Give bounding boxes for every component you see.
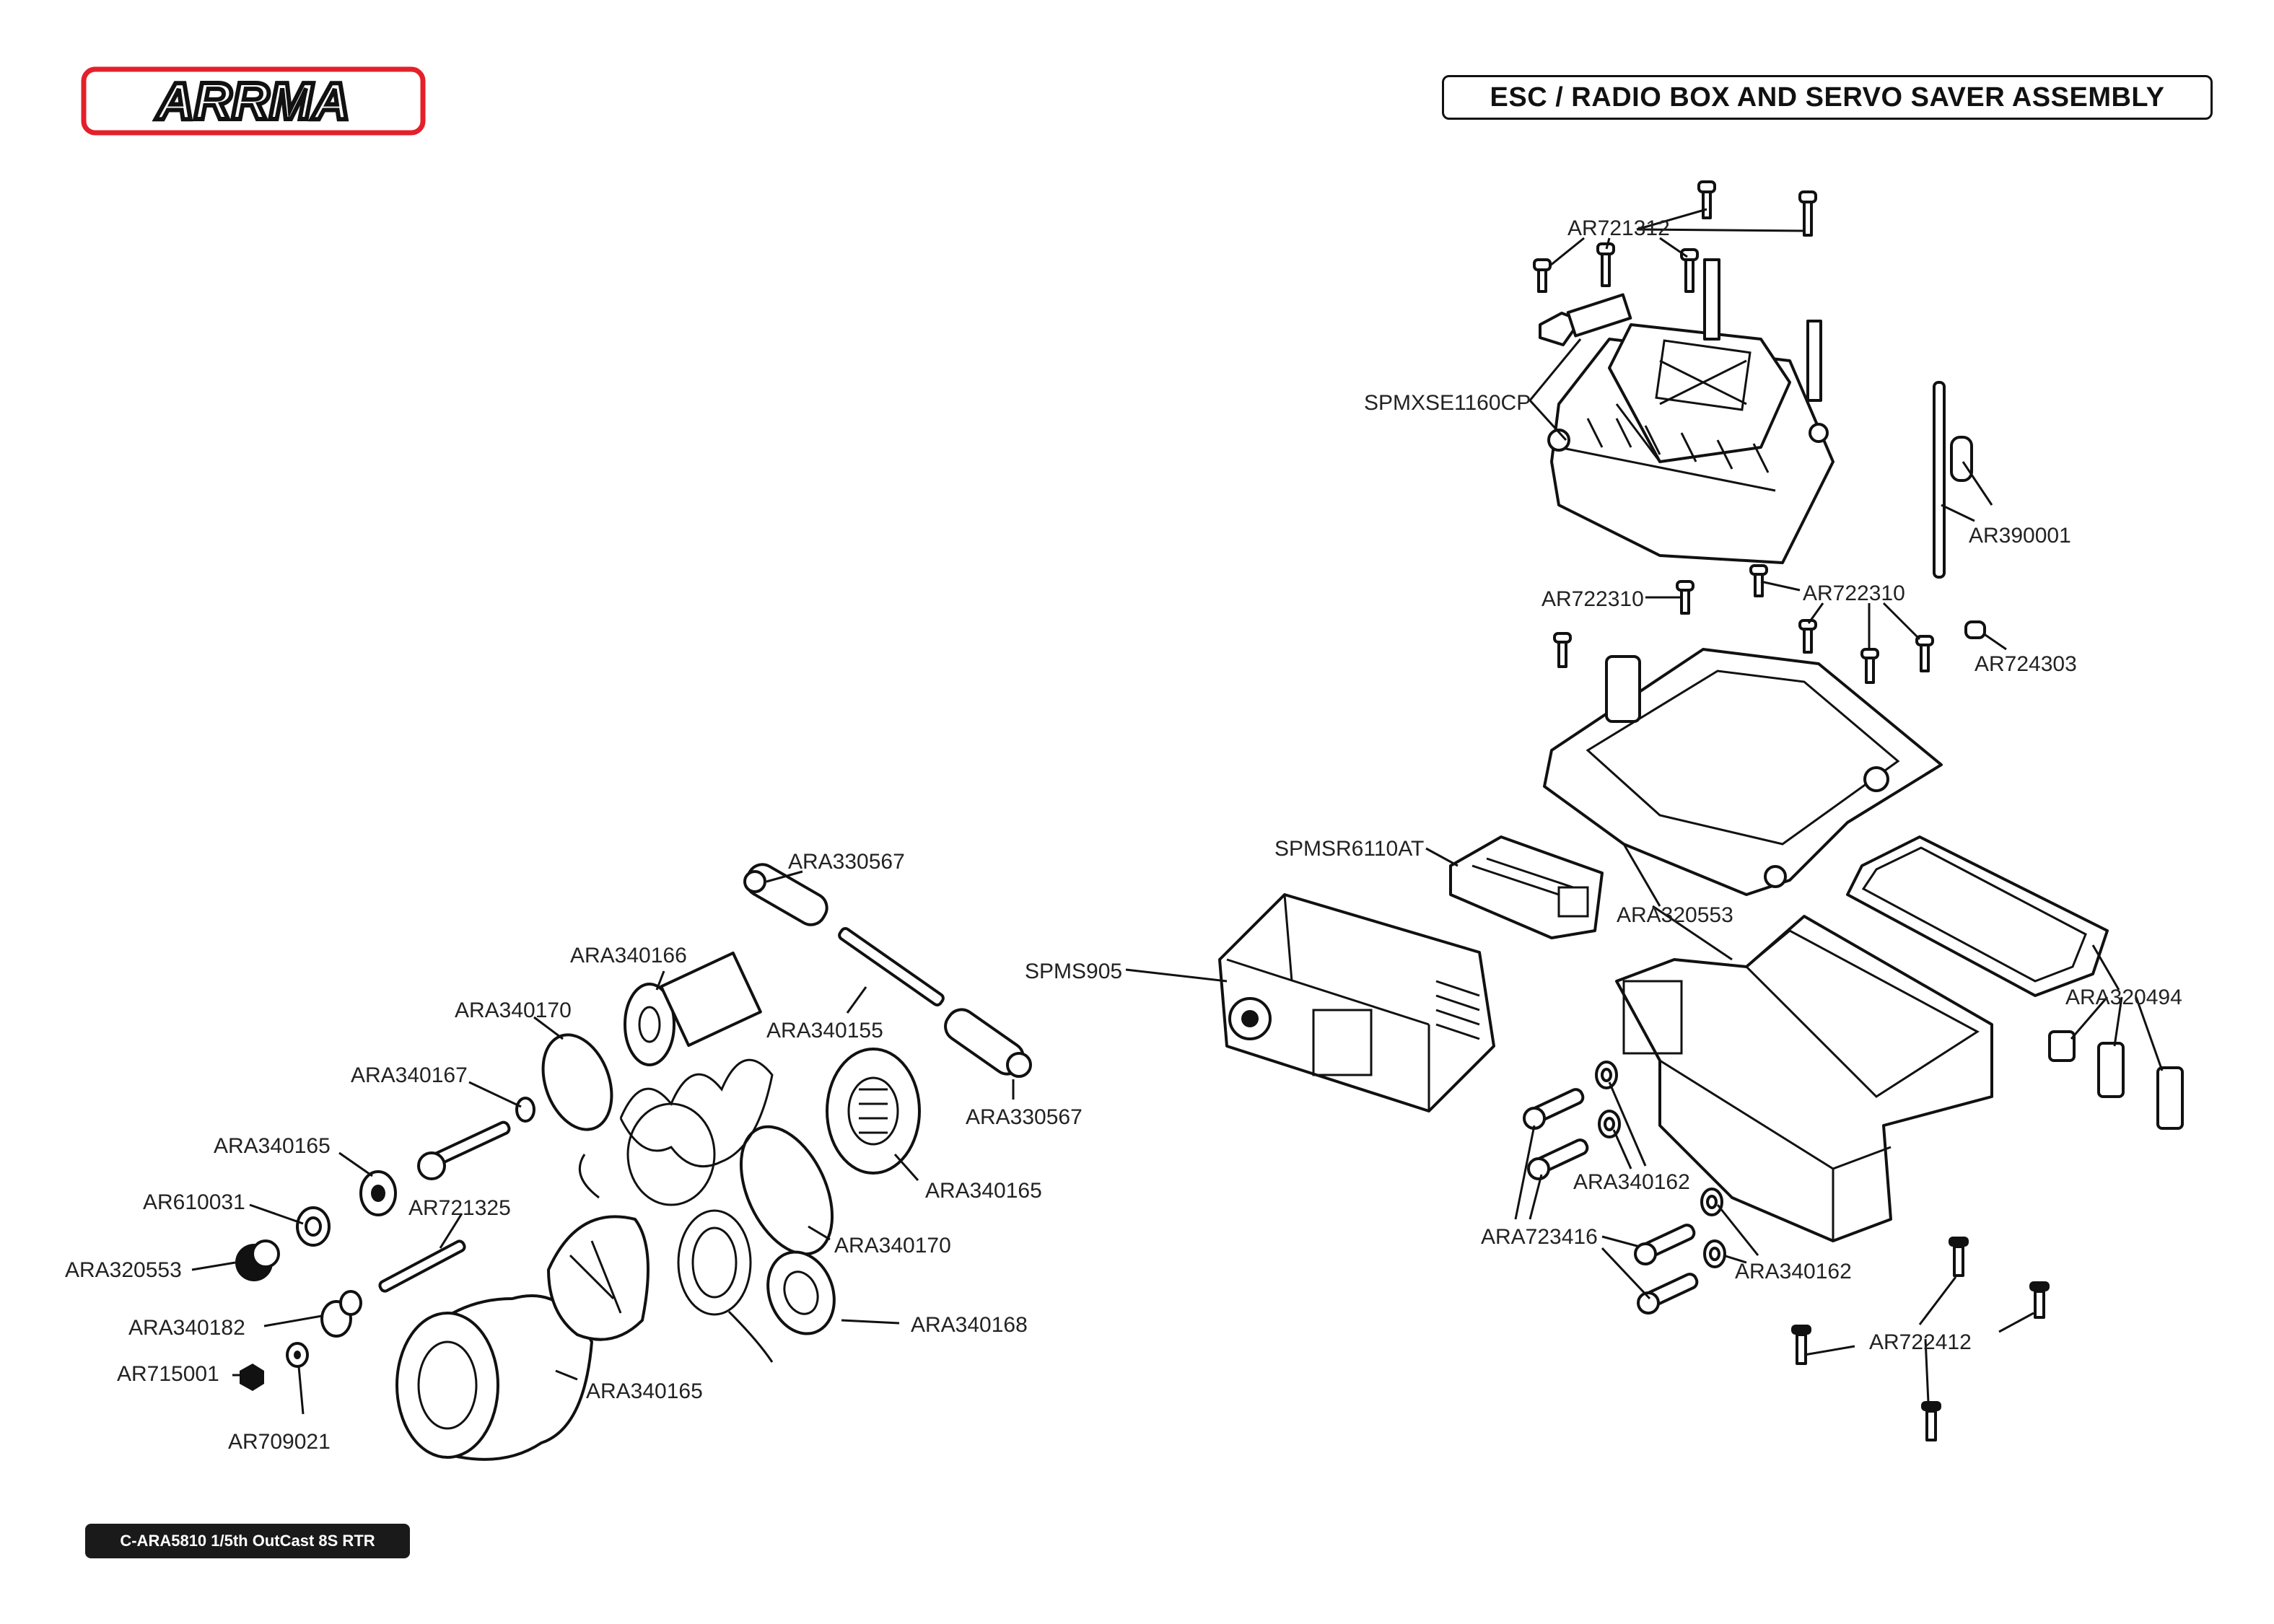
arrma-logo: ARRMA [81,66,426,136]
part-labels: AR721312 SPMXSE1160CP AR390001 AR722310 … [65,216,2182,1454]
washer-small-ara340167 [515,1097,535,1123]
servo-saver-housing-ara340165 [395,1294,593,1461]
nut-ara340165 [359,1170,397,1216]
oring-ara340170-left [541,1033,613,1131]
foam-ara320494-1 [2048,1030,2076,1062]
label-ar722412: AR722412 [1869,1330,1972,1354]
receiver-spmsr6110at [1449,835,1604,939]
brand-wordmark: ARRMA [155,73,350,131]
label-ar722310-right: AR722310 [1803,581,1905,605]
radio-box-lid-ara320553 [1543,648,1943,896]
label-ara330567-top: ARA330567 [788,850,905,874]
label-ara340168: ARA340168 [911,1313,1028,1337]
oring-ara340170-right [739,1125,834,1256]
screw-ar722412-1 [1949,1237,1969,1277]
screw-ara723416-3 [1634,1224,1696,1265]
label-ara340165-nut: ARA340165 [214,1134,331,1158]
screw-ar722412-2 [2029,1281,2050,1319]
spline-ara340166 [624,951,762,1066]
label-ar721325: AR721325 [408,1196,511,1220]
radio-box-tray [1615,915,1993,1242]
screw-ara723416-4 [1637,1273,1699,1314]
washer-ara340162-3 [1700,1188,1723,1216]
label-ar390001: AR390001 [1969,524,2071,548]
label-ar722310-left: AR722310 [1541,587,1644,611]
clip-right [727,1310,774,1363]
label-ar724303: AR724303 [1975,652,2077,676]
label-ar715001: AR715001 [117,1362,219,1386]
turnbuckle-ara340155 [838,927,945,1006]
label-ara340170-left: ARA340170 [455,998,572,1022]
bushing-ara320553 [235,1239,280,1281]
spacer-ara340182 [320,1290,362,1338]
servo-spms905 [1218,893,1495,1112]
screw-ar722310-1 [1676,580,1694,615]
washer-ara340162-4 [1703,1239,1726,1268]
label-ara320494: ARA320494 [2065,986,2182,1009]
spring-small [677,1209,752,1316]
label-spmsr6110at: SPMSR6110AT [1274,837,1424,861]
page-title: ESC / RADIO BOX AND SERVO SAVER ASSEMBLY [1442,75,2213,120]
screw-ar722310-2 [1749,564,1768,597]
label-ar721312: AR721312 [1567,216,1670,240]
esc-spmxse1160cp [1539,258,1834,564]
cap-ar724303 [1964,620,1986,639]
label-ara320553-box: ARA320553 [1617,903,1733,927]
screw-ar721312-4 [1596,242,1615,287]
screw-ar721312-2 [1798,190,1817,237]
clip-left [578,1154,600,1199]
rod-end-ara330567-bottom [944,1008,1032,1078]
label-ara320553-left: ARA320553 [65,1258,182,1282]
screw-ar722310-4 [1798,619,1817,654]
foam-ara320494-2 [2097,1042,2125,1098]
washer-ara340168 [766,1250,836,1335]
washer-ara340162-1 [1595,1061,1618,1089]
servo-saver-top-ara340165 [826,1048,921,1175]
label-ara340170-right: ARA340170 [834,1234,951,1257]
label-ara723416: ARA723416 [1481,1225,1598,1249]
label-ara340166: ARA340166 [570,944,687,967]
screw-ar722412-3 [1791,1325,1811,1365]
label-ara340165-top: ARA340165 [925,1179,1042,1203]
label-ara340165-bottom: ARA340165 [586,1379,703,1403]
servo-saver-horn-ara340165 [547,1215,650,1341]
label-spms905: SPMS905 [1025,960,1122,983]
screw-ara723416-1 [1523,1088,1585,1130]
label-ara340182: ARA340182 [128,1316,245,1340]
rod-end-ara330567-top [743,863,828,926]
screw-ar722310-6 [1915,635,1934,672]
screw-ara723416-2 [1527,1138,1589,1180]
label-ara340162-lower: ARA340162 [1735,1260,1852,1283]
label-ar709021: AR709021 [228,1430,331,1454]
foam-ara320494-3 [2156,1066,2184,1130]
label-ar610031: AR610031 [143,1190,245,1214]
label-ara340155: ARA340155 [766,1019,883,1043]
washer-ar709021 [286,1342,309,1368]
screw-ar722310-3 [1553,632,1572,668]
antenna-tube-ar390001 [1933,381,1973,579]
label-spmxse1160cp: SPMXSE1160CP [1364,391,1531,415]
gasket-ara320494 [1846,835,2109,997]
spring-large [619,1058,774,1206]
screw-ar721312-1 [1697,180,1716,219]
bolt-ara340167 [417,1120,511,1180]
washer-ara340162-2 [1598,1110,1621,1138]
label-ara340162-upper: ARA340162 [1573,1170,1690,1194]
nut-ar715001 [240,1364,264,1391]
leader-lines [191,208,2164,1415]
shaft-ar721325 [378,1239,466,1293]
screw-ar721312-5 [1680,248,1699,293]
model-badge: C-ARA5810 1/5th OutCast 8S RTR [85,1524,410,1558]
bearing-ar610031 [296,1206,331,1247]
screw-ar721312-3 [1533,258,1552,293]
label-ara330567-bottom: ARA330567 [966,1105,1083,1129]
screw-ar722412-4 [1921,1401,1941,1441]
screw-ar722310-5 [1860,648,1879,684]
label-ara340167: ARA340167 [351,1063,468,1087]
